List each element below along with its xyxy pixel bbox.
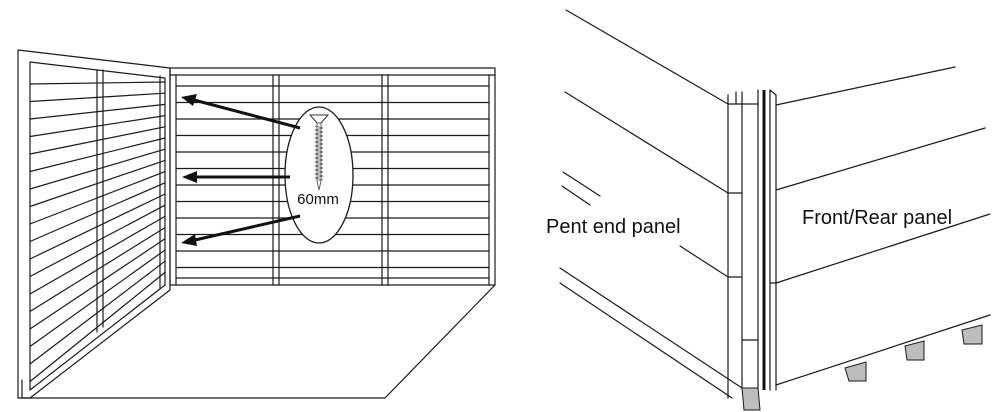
screw-callout: 60mm bbox=[284, 106, 354, 244]
end-panel-board bbox=[29, 182, 166, 243]
end-panel-board bbox=[29, 137, 166, 173]
panel-edge bbox=[561, 185, 591, 206]
panel-edge bbox=[679, 245, 729, 278]
arrow-head-icon bbox=[182, 171, 197, 183]
end-panel-board bbox=[29, 215, 166, 295]
panel-board-edge bbox=[775, 66, 956, 106]
end-panel-boards bbox=[29, 81, 166, 383]
floor-outline bbox=[21, 284, 496, 399]
end-panel-board bbox=[29, 238, 166, 330]
pent-end-panel bbox=[559, 9, 761, 411]
fixing-arrow bbox=[193, 98, 301, 130]
end-panel-board bbox=[29, 81, 166, 85]
panel-edge bbox=[564, 91, 729, 194]
end-panel-board bbox=[29, 92, 166, 103]
end-panel-board bbox=[29, 260, 166, 365]
corner-assembly-figure: 60mm bbox=[17, 49, 496, 399]
arrow-head-icon bbox=[181, 94, 197, 106]
front-rear-panel bbox=[769, 66, 991, 391]
end-panel-board bbox=[29, 171, 166, 225]
panel-top-edge bbox=[769, 89, 777, 96]
end-panel-board bbox=[29, 271, 166, 383]
end-panel-inner-bottom bbox=[29, 284, 166, 391]
end-panel-board bbox=[29, 126, 166, 155]
end-panel-board bbox=[29, 148, 166, 190]
fixing-arrow bbox=[194, 214, 301, 242]
end-panel-board bbox=[29, 204, 166, 278]
panel-join-figure: Pent end panel Front/Rear panel bbox=[546, 9, 991, 411]
panel-edge bbox=[559, 282, 733, 399]
panel-edge bbox=[562, 171, 601, 197]
panel-edge bbox=[559, 267, 743, 389]
bearer-block bbox=[844, 361, 867, 382]
end-panel-board bbox=[29, 103, 166, 120]
fixing-arrows bbox=[181, 94, 301, 246]
end-panel-board bbox=[29, 227, 166, 313]
panel-edge bbox=[565, 9, 729, 105]
arrow-head-icon bbox=[181, 234, 197, 246]
end-panel-board bbox=[29, 159, 166, 208]
back-panel-outline bbox=[169, 67, 496, 286]
end-panel bbox=[17, 49, 171, 399]
panel-board-edge bbox=[775, 213, 991, 284]
bearer-block bbox=[904, 340, 925, 361]
screw-icon bbox=[308, 114, 330, 191]
panel-board-edge bbox=[775, 127, 986, 191]
bearer-block bbox=[741, 387, 761, 411]
pent-end-panel-label: Pent end panel bbox=[546, 216, 681, 238]
end-panel-outline bbox=[17, 49, 171, 399]
screw-length-label: 60mm bbox=[297, 191, 339, 208]
front-rear-panel-label: Front/Rear panel bbox=[802, 207, 952, 229]
bearer-block bbox=[961, 324, 983, 345]
end-panel-board bbox=[29, 114, 166, 138]
end-panel-board bbox=[29, 193, 166, 260]
panel-bottom-edge bbox=[775, 314, 991, 386]
end-panel-board bbox=[29, 249, 166, 348]
